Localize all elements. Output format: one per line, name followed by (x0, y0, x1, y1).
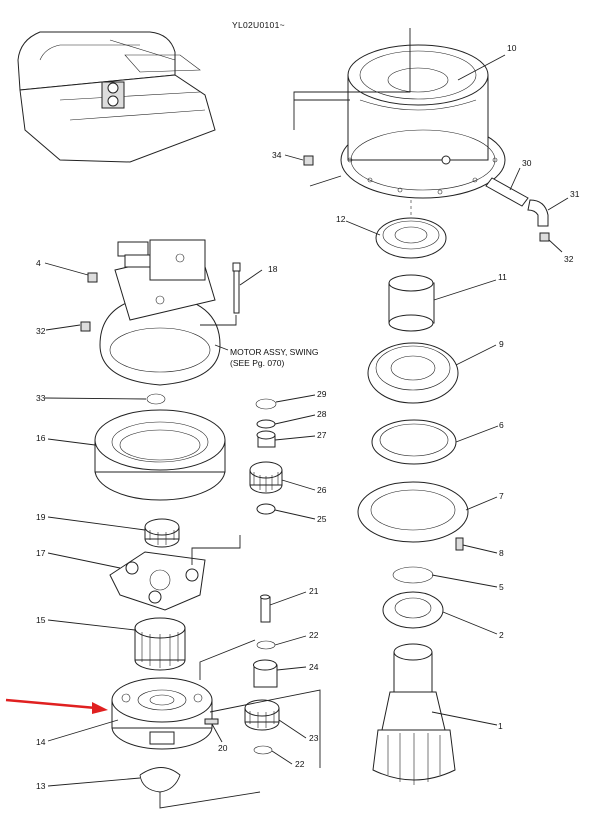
part-5-ring (392, 566, 434, 584)
part-label-27: 27 (317, 430, 327, 440)
part-19-sun-gear (144, 518, 180, 548)
part-label-13: 13 (36, 781, 46, 791)
part-4-plug (87, 272, 98, 283)
part-label-31: 31 (570, 189, 580, 199)
part-label-12: 12 (336, 214, 346, 224)
part-24-needle-bearing (253, 659, 278, 688)
part-label-20: 20 (218, 743, 228, 753)
swing-motor-assembly (99, 239, 221, 386)
part-label-25: 25 (317, 514, 327, 524)
part-12-bearing (375, 217, 447, 259)
part-16-ring-gear (94, 409, 226, 501)
part-7-flange (357, 481, 469, 543)
part-34-plug (303, 155, 314, 166)
part-label-21: 21 (309, 586, 319, 596)
part-label-9: 9 (499, 339, 504, 349)
part-26-gear (249, 461, 283, 494)
part-label-17: 17 (36, 548, 46, 558)
part-label-33: 33 (36, 393, 46, 403)
part-15-planet-gear (134, 617, 186, 671)
motor-caption-line2: (SEE Pg. 070) (230, 358, 285, 368)
part-label-24: 24 (309, 662, 319, 672)
part-label-34: 34 (272, 150, 282, 160)
part-label-28: 28 (317, 409, 327, 419)
part-22-ring-lower (253, 745, 273, 755)
part-label-4: 4 (36, 258, 41, 268)
part-33-ring (146, 393, 166, 405)
part-31-elbow (527, 199, 549, 227)
highlight-arrow (5, 698, 108, 714)
part-label-15: 15 (36, 615, 46, 625)
part-25-washer (256, 503, 276, 515)
part-label-8: 8 (499, 548, 504, 558)
part-8-bolt (455, 537, 464, 551)
part-18-bolt (232, 262, 241, 314)
part-20-pin (204, 718, 219, 725)
part-29-ring (255, 398, 277, 410)
part-label-5: 5 (499, 582, 504, 592)
part-label-32-right: 32 (564, 254, 574, 264)
part-label-14: 14 (36, 737, 46, 747)
header-code: YL02U0101~ (232, 20, 285, 30)
part-label-23: 23 (309, 733, 319, 743)
part-9-bearing (367, 342, 459, 404)
part-label-11: 11 (498, 272, 507, 282)
part-2-seal (382, 591, 444, 629)
part-label-29: 29 (317, 389, 327, 399)
part-1-pinion-shaft (372, 643, 456, 785)
part-14-carrier (111, 677, 213, 750)
part-6-seal (371, 419, 457, 465)
part-30-pipe (485, 177, 529, 207)
part-28-washer (256, 419, 276, 429)
part-label-2: 2 (499, 630, 504, 640)
part-label-10: 10 (507, 43, 517, 53)
part-32-plug-right (539, 232, 550, 242)
part-21-pin (260, 594, 271, 623)
part-label-6: 6 (499, 420, 504, 430)
motor-caption-line1: MOTOR ASSY, SWING (230, 347, 318, 357)
part-27-needle-bearing (256, 430, 276, 448)
part-label-1: 1 (498, 721, 503, 731)
part-label-22-lower: 22 (295, 759, 305, 769)
part-23-gear (244, 699, 280, 731)
part-10-housing (340, 44, 506, 199)
part-32-plug-left (80, 321, 91, 332)
machine-illustration (17, 31, 216, 163)
part-11-collar (388, 274, 435, 332)
part-17-carrier (109, 551, 206, 611)
part-13-snap-ring (139, 767, 181, 793)
part-label-30: 30 (522, 158, 532, 168)
part-label-32-left: 32 (36, 326, 46, 336)
part-label-18: 18 (268, 264, 278, 274)
part-label-16: 16 (36, 433, 46, 443)
leader-lines (44, 28, 569, 809)
part-label-7: 7 (499, 491, 504, 501)
part-label-19: 19 (36, 512, 46, 522)
part-label-26: 26 (317, 485, 327, 495)
part-22-ring-upper (256, 640, 276, 650)
part-label-22-upper: 22 (309, 630, 319, 640)
